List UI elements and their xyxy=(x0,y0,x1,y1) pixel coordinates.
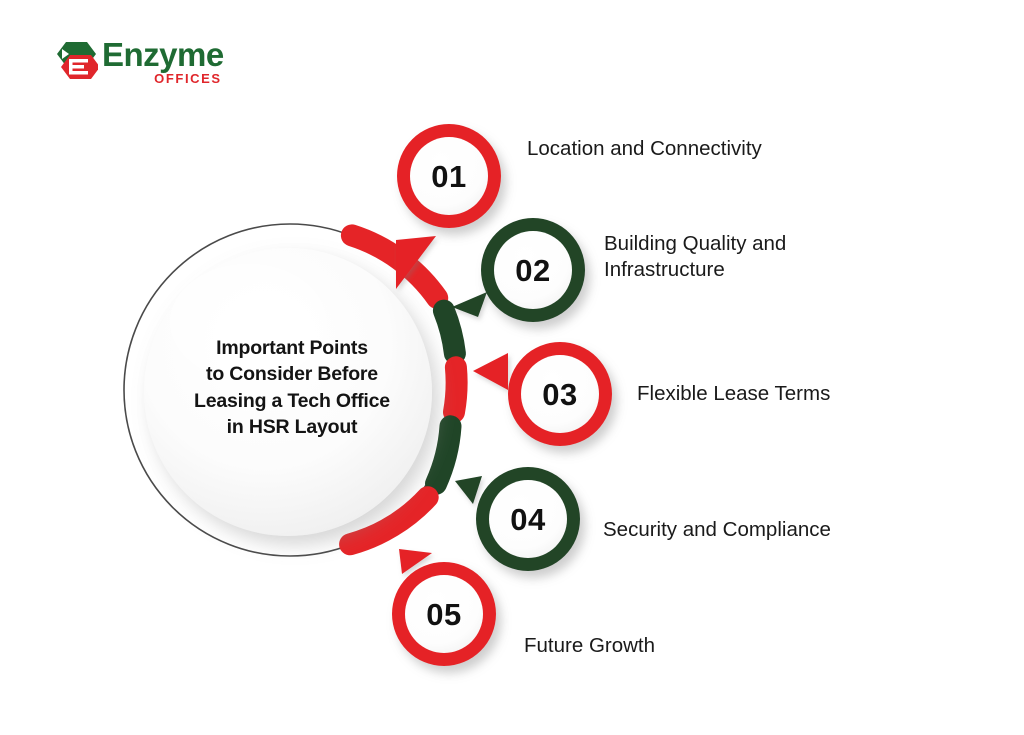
center-title-line-3: Leasing a Tech Office xyxy=(194,389,390,412)
hexagon-e-logo-icon xyxy=(57,42,98,79)
step-02-pointer-triangle xyxy=(452,292,487,317)
step-03-inner xyxy=(521,355,599,433)
center-title: Important Points to Consider Before Leas… xyxy=(163,335,421,440)
step-03-label: Flexible Lease Terms xyxy=(637,382,831,405)
arc-segment-03 xyxy=(443,356,468,424)
step-02-label-line-2: Infrastructure xyxy=(604,258,725,282)
step-03-group[interactable] xyxy=(473,342,612,446)
step-02-label-line-1: Building Quality and xyxy=(604,232,787,255)
step-05-number: 05 xyxy=(426,597,462,632)
center-disc-highlight xyxy=(170,264,326,380)
center-title-line-4: in HSR Layout xyxy=(226,415,358,438)
step-04-label: Security and Compliance xyxy=(603,518,831,541)
step-01-pointer-triangle xyxy=(396,236,436,289)
step-01-number: 01 xyxy=(431,159,467,194)
step-03-number: 03 xyxy=(542,377,578,412)
step-02-inner xyxy=(494,231,572,309)
arc-segment-02 xyxy=(432,299,466,365)
step-02-label: Building Quality and Infrastructure xyxy=(604,231,894,283)
brand-subtitle: OFFICES xyxy=(154,70,222,86)
brand-logo: Enzyme OFFICES xyxy=(52,37,224,85)
arc-segment-04 xyxy=(425,415,462,495)
step-04-pointer-triangle xyxy=(455,476,482,504)
center-title-line-2: to Consider Before xyxy=(206,363,378,386)
center-title-line-1: Important Points xyxy=(216,337,368,359)
step-02-number: 02 xyxy=(515,253,551,288)
step-05-inner xyxy=(405,575,483,653)
step-02-group[interactable] xyxy=(452,218,585,322)
step-01-inner xyxy=(410,137,488,215)
step-01-group[interactable] xyxy=(396,124,501,289)
step-01-label: Location and Connectivity xyxy=(527,137,762,160)
step-05-pointer-triangle xyxy=(399,549,432,574)
step-05-group[interactable] xyxy=(392,549,496,666)
brand-wordmark: Enzyme OFFICES xyxy=(102,38,224,85)
step-03-pointer-triangle xyxy=(473,353,508,390)
step-04-inner xyxy=(489,480,567,558)
step-04-group[interactable] xyxy=(455,467,580,571)
arc-segment-05 xyxy=(339,486,439,556)
step-04-number: 04 xyxy=(510,502,546,537)
step-05-label: Future Growth xyxy=(524,634,656,657)
brand-name: Enzyme xyxy=(102,35,224,73)
